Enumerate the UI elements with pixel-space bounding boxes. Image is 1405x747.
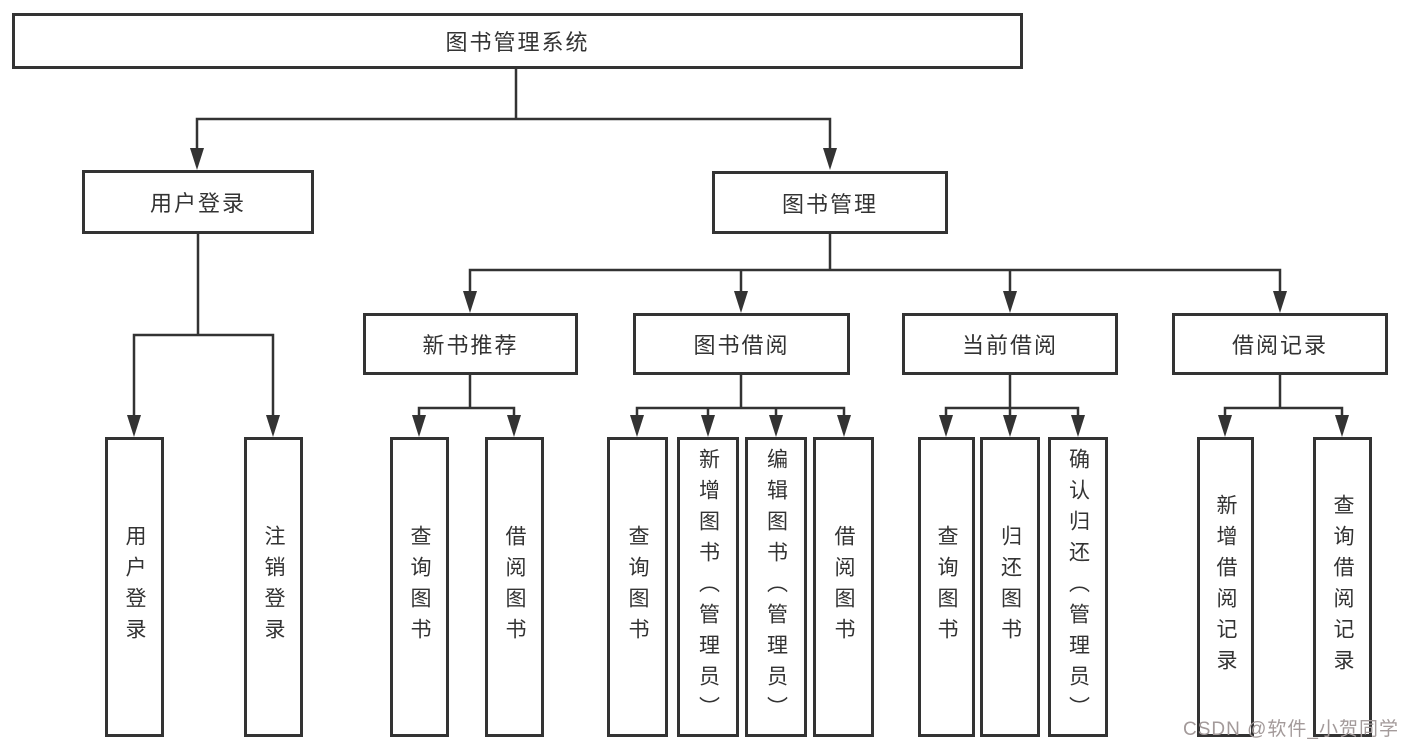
node-root: 图书管理系统 [12, 13, 1023, 69]
node-user-login-module: 用户登录 [82, 170, 314, 234]
arrowhead-icon [1335, 415, 1349, 437]
watermark-text: CSDN @软件_小贺同学 [1183, 719, 1399, 740]
leaf-recommend-borrow-books: 借阅图书 [485, 437, 544, 737]
arrowhead-icon [630, 415, 644, 437]
arrowhead-icon [190, 148, 204, 170]
node-new-book-recommendation: 新书推荐 [363, 313, 578, 375]
connector-book-module-split [468, 234, 1282, 294]
arrowhead-icon [266, 415, 280, 437]
node-book-borrowing: 图书借阅 [633, 313, 850, 375]
connector-group-stems [468, 375, 1282, 408]
leaf-borrowing-borrow-books: 借阅图书 [813, 437, 874, 737]
arrowhead-icon [939, 415, 953, 437]
arrowhead-icon [701, 415, 715, 437]
leaf-add-borrow-record: 新增借阅记录 [1197, 437, 1254, 737]
arrowhead-icon [837, 415, 851, 437]
node-borrowing-records: 借阅记录 [1172, 313, 1388, 375]
node-current-borrowing: 当前借阅 [902, 313, 1118, 375]
leaf-logout: 注销登录 [244, 437, 303, 737]
arrowhead-icon [734, 291, 748, 313]
arrowhead-icon [823, 148, 837, 170]
leaf-add-books-admin: 新增图书（管理员） [677, 437, 739, 737]
arrowhead-icon [463, 291, 477, 313]
leaf-user-login: 用户登录 [105, 437, 164, 737]
leaf-return-books: 归还图书 [980, 437, 1040, 737]
arrowhead-icon [1273, 291, 1287, 313]
arrowhead-icon [769, 415, 783, 437]
leaf-current-query-books: 查询图书 [918, 437, 975, 737]
leaf-borrowing-query-books: 查询图书 [607, 437, 668, 737]
connector-root-split [195, 69, 832, 150]
connector-borrow-records-split [1223, 406, 1344, 418]
arrowhead-icon [507, 415, 521, 437]
arrowhead-icon [412, 415, 426, 437]
arrowhead-icon [127, 415, 141, 437]
node-book-management: 图书管理 [712, 171, 948, 234]
leaf-confirm-return-admin: 确认归还（管理员） [1048, 437, 1108, 737]
arrowhead-icon [1003, 415, 1017, 437]
connector-user-module-split [132, 234, 275, 418]
arrowhead-icon [1071, 415, 1085, 437]
leaf-query-borrow-record: 查询借阅记录 [1313, 437, 1372, 737]
connector-book-borrow-split [635, 406, 846, 418]
connector-new-book-split [417, 406, 516, 418]
leaf-edit-books-admin: 编辑图书（管理员） [745, 437, 807, 737]
arrowhead-icon [1003, 291, 1017, 313]
arrowhead-icon [1218, 415, 1232, 437]
leaf-recommend-query-books: 查询图书 [390, 437, 449, 737]
